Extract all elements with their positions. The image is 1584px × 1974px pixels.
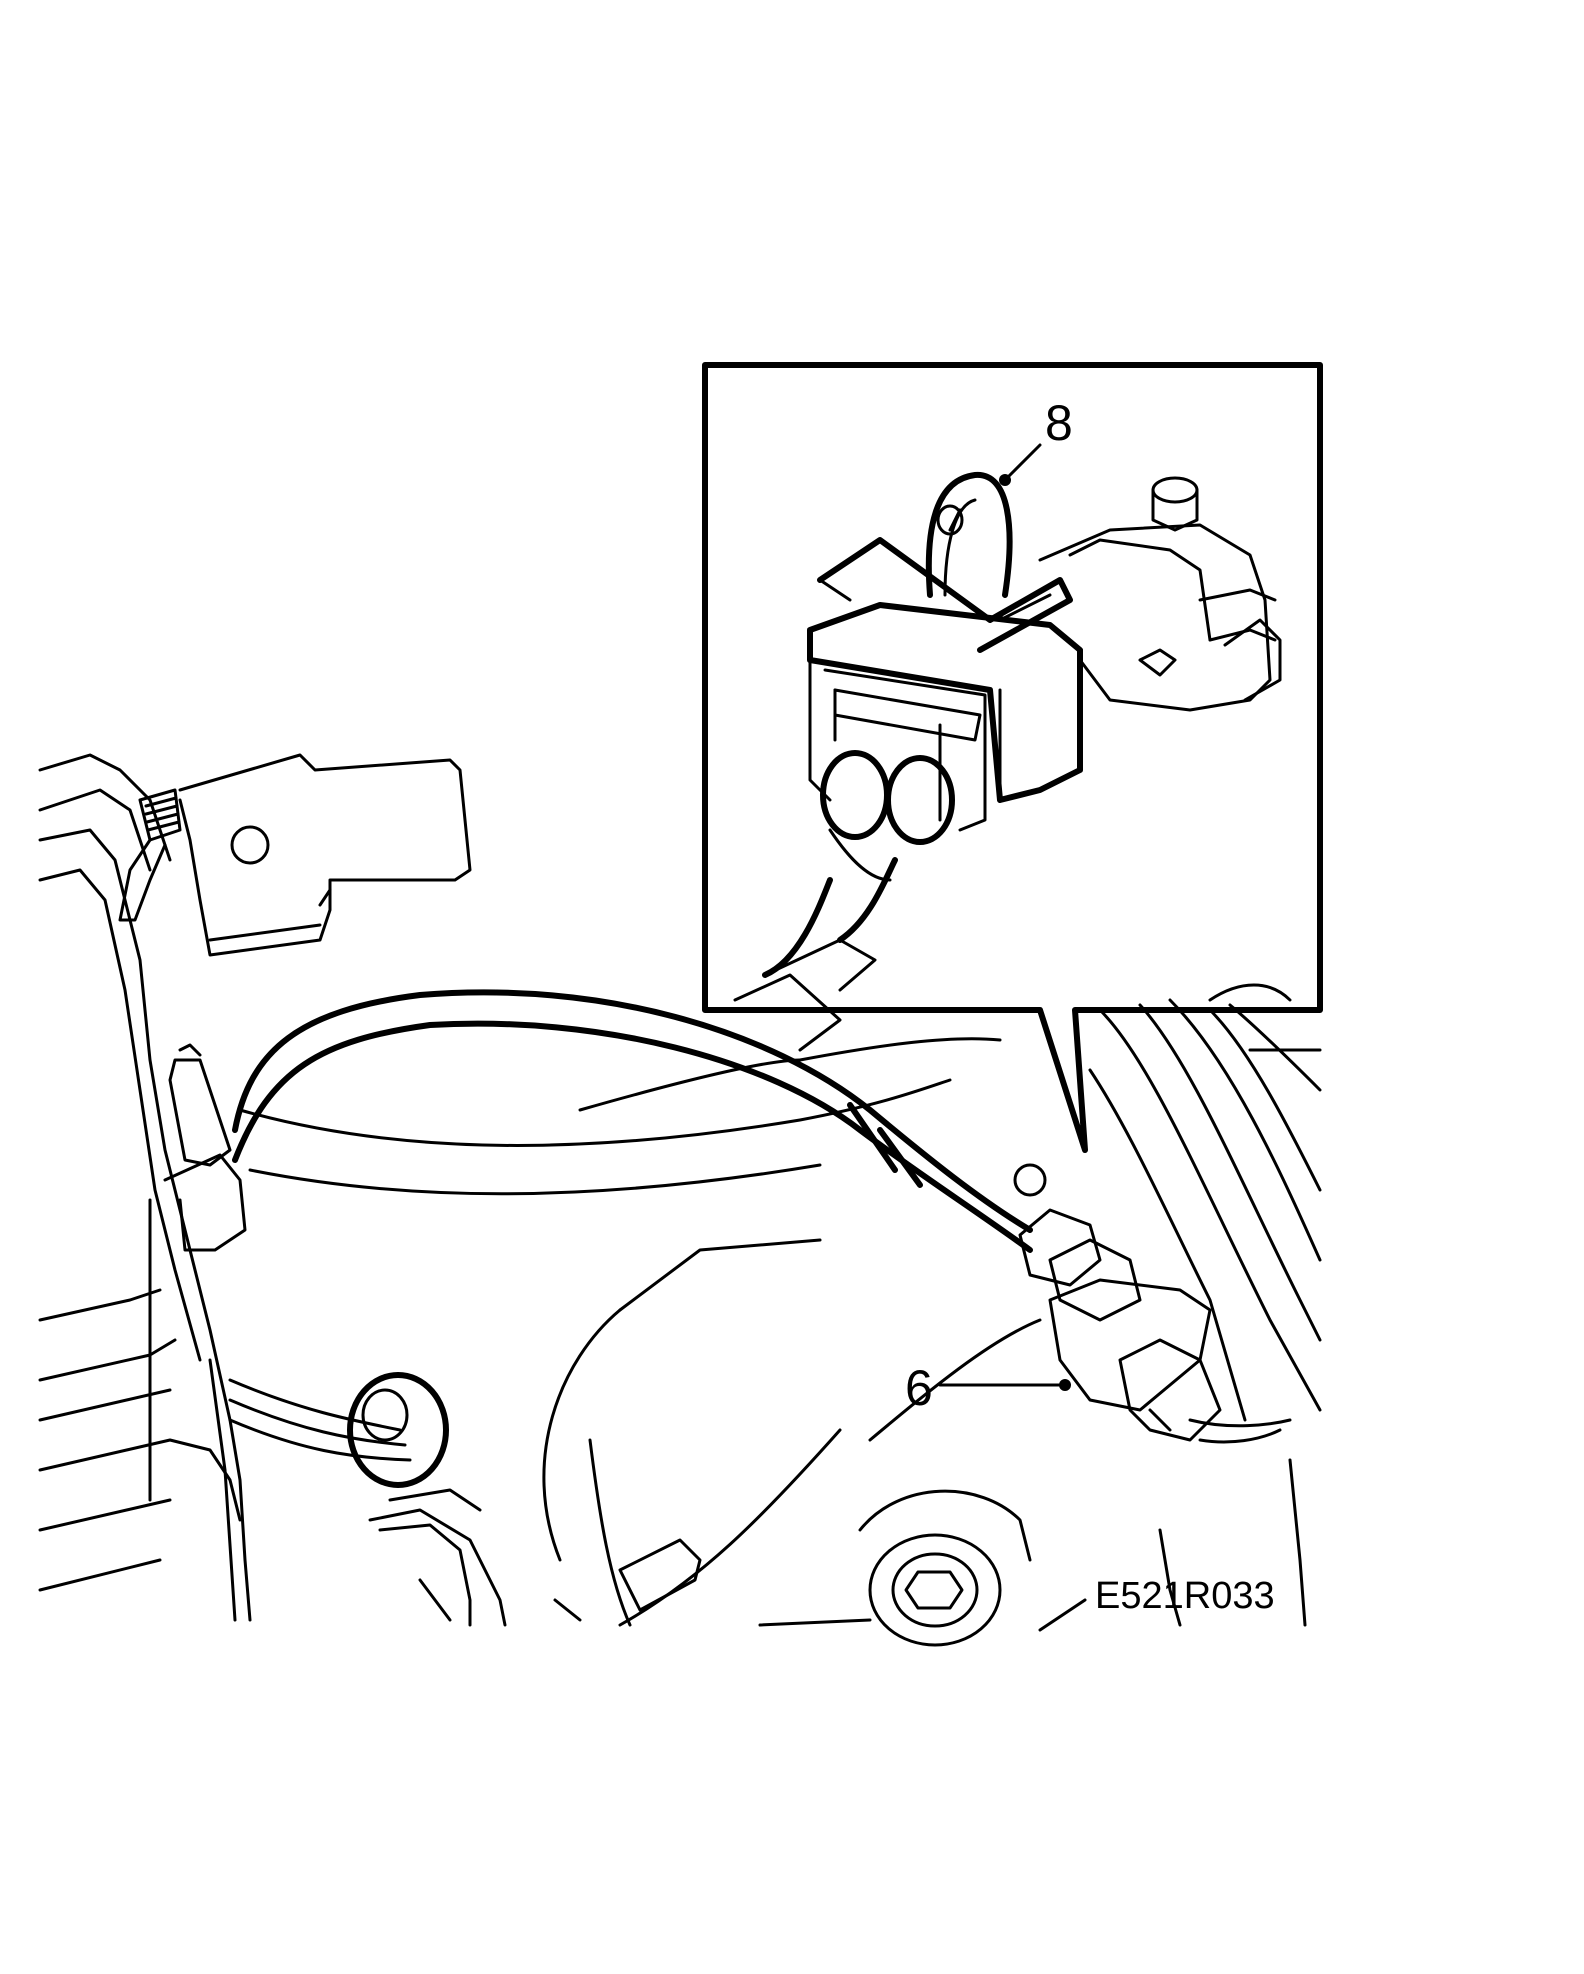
figure-code-leader bbox=[1038, 1598, 1087, 1632]
callout-8-dot bbox=[999, 474, 1011, 486]
figure-code: E521R033 bbox=[1095, 1575, 1275, 1617]
callout-8-leader bbox=[1003, 443, 1042, 482]
callout-6-dot bbox=[1059, 1379, 1071, 1391]
wiring-harness bbox=[232, 989, 1033, 1253]
inset-frame bbox=[702, 362, 1323, 1153]
engine-bay-structure bbox=[38, 753, 1322, 1647]
callout-6-label: 6 bbox=[905, 1360, 933, 1416]
connector bbox=[1018, 1208, 1292, 1444]
callout-leaders bbox=[938, 443, 1087, 1632]
locator-hole bbox=[1013, 1163, 1047, 1197]
detail-inset bbox=[702, 362, 1323, 1153]
callout-8-label: 8 bbox=[1045, 395, 1073, 451]
